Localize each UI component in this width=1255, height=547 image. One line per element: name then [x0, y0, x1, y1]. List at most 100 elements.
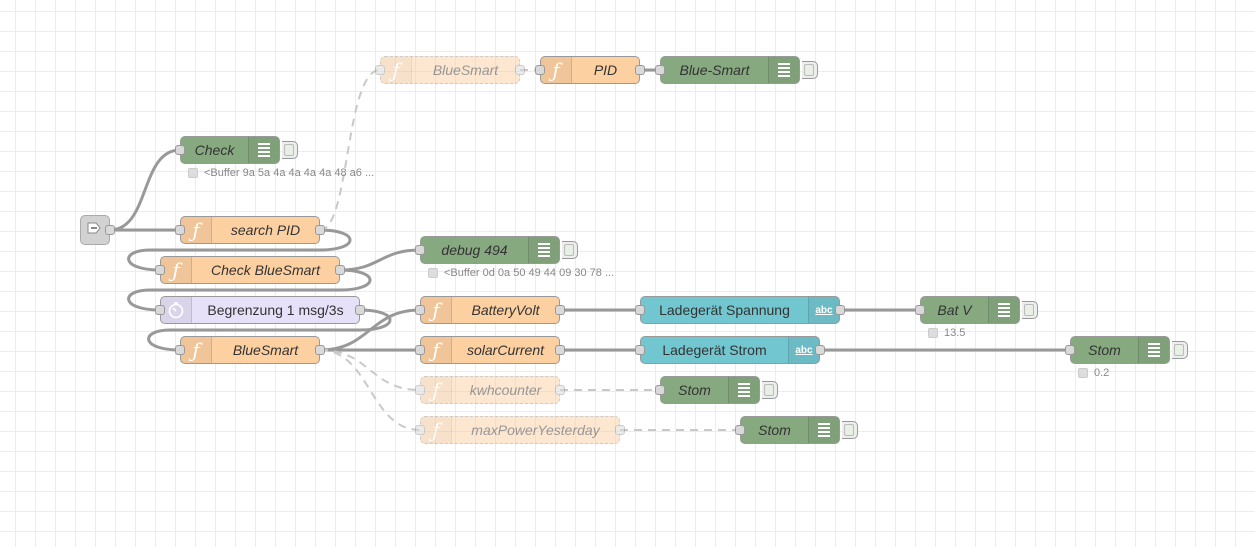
output-port[interactable] [555, 345, 565, 355]
debug-toggle[interactable] [802, 61, 818, 79]
debug-node-stom[interactable]: Stom [1065, 336, 1188, 364]
output-port[interactable] [615, 425, 625, 435]
template-node-ladegeraet-strom[interactable]: Ladegerät Strom abc [635, 336, 825, 364]
node-label: debug 494 [441, 242, 508, 258]
function-icon: ƒ [541, 57, 572, 83]
serial-in-icon [86, 219, 104, 242]
input-port[interactable] [415, 385, 425, 395]
debug-toggle[interactable] [1022, 301, 1038, 319]
status-text: <Buffer 9a 5a 4a 4a 4a 4a 48 a6 ... [204, 167, 375, 179]
debug-list-icon [728, 377, 759, 403]
debug-node-stom-maxpower[interactable]: Stom [735, 416, 858, 444]
input-port[interactable] [535, 65, 545, 75]
debug-node-bat-v[interactable]: Bat V [915, 296, 1038, 324]
debug-toggle[interactable] [562, 241, 578, 259]
function-node-search-pid[interactable]: ƒ search PID [175, 216, 325, 244]
debug-node-494[interactable]: debug 494 [415, 236, 578, 264]
node-status-check: <Buffer 9a 5a 4a 4a 4a 4a 48 a6 ... [188, 167, 374, 179]
input-port[interactable] [155, 305, 165, 315]
debug-list-icon [988, 297, 1019, 323]
function-node-batteryvolt[interactable]: ƒ BatteryVolt [415, 296, 565, 324]
input-port[interactable] [155, 265, 165, 275]
function-icon: ƒ [161, 257, 192, 283]
node-label: Stom [678, 382, 711, 398]
debug-node-stom-kwh[interactable]: Stom [655, 376, 778, 404]
input-port[interactable] [415, 345, 425, 355]
output-port[interactable] [515, 65, 525, 75]
debug-toggle[interactable] [842, 421, 858, 439]
timer-icon [161, 297, 192, 323]
node-label: BlueSmart [232, 342, 299, 358]
function-node-kwhcounter[interactable]: ƒ kwhcounter [415, 376, 565, 404]
node-label: Stom [758, 422, 791, 438]
debug-toggle[interactable] [1172, 341, 1188, 359]
output-port[interactable] [355, 305, 365, 315]
input-port[interactable] [415, 245, 425, 255]
input-port[interactable] [375, 65, 385, 75]
status-text: <Buffer 0d 0a 50 49 44 09 30 78 ... [444, 267, 615, 279]
input-port[interactable] [635, 305, 645, 315]
input-port[interactable] [175, 225, 185, 235]
node-label: Stom [1088, 342, 1121, 358]
function-node-bluesmart-top[interactable]: ƒ BlueSmart [375, 56, 525, 84]
template-icon: abc [788, 337, 819, 363]
debug-list-icon [1138, 337, 1169, 363]
input-port[interactable] [1065, 345, 1075, 355]
function-node-solarcurrent[interactable]: ƒ solarCurrent [415, 336, 565, 364]
input-port[interactable] [735, 425, 745, 435]
input-port[interactable] [415, 425, 425, 435]
output-port[interactable] [335, 265, 345, 275]
debug-node-blue-smart[interactable]: Blue-Smart [655, 56, 818, 84]
input-port[interactable] [415, 305, 425, 315]
node-status-debug494: <Buffer 0d 0a 50 49 44 09 30 78 ... [428, 267, 614, 279]
input-port[interactable] [655, 65, 665, 75]
node-status-stom: 0.2 [1078, 367, 1109, 379]
node-label: Bat V [937, 302, 972, 318]
function-node-maxpoweryesterday[interactable]: ƒ maxPowerYesterday [415, 416, 625, 444]
status-indicator [928, 328, 938, 338]
function-icon: ƒ [421, 337, 452, 363]
output-port[interactable] [555, 385, 565, 395]
debug-list-icon [528, 237, 559, 263]
node-label: Ladegerät Strom [662, 342, 767, 358]
function-node-bluesmart[interactable]: ƒ BlueSmart [175, 336, 325, 364]
debug-toggle[interactable] [762, 381, 778, 399]
output-port[interactable] [105, 225, 115, 235]
output-port[interactable] [835, 305, 845, 315]
output-port[interactable] [555, 305, 565, 315]
delay-node-begrenzung[interactable]: Begrenzung 1 msg/3s [155, 296, 365, 324]
node-label: PID [593, 62, 618, 78]
output-port[interactable] [815, 345, 825, 355]
output-port[interactable] [315, 345, 325, 355]
status-text: 0.2 [1094, 367, 1110, 379]
debug-node-check[interactable]: Check [175, 136, 298, 164]
node-label: Ladegerät Spannung [659, 302, 790, 318]
status-indicator [1078, 368, 1088, 378]
output-port[interactable] [315, 225, 325, 235]
status-indicator [428, 268, 438, 278]
function-node-pid[interactable]: ƒ PID [535, 56, 645, 84]
output-port[interactable] [635, 65, 645, 75]
serial-in-node[interactable] [80, 215, 115, 245]
input-port[interactable] [915, 305, 925, 315]
function-icon: ƒ [381, 57, 412, 83]
node-label: Begrenzung 1 msg/3s [207, 302, 344, 318]
function-node-check-bluesmart[interactable]: ƒ Check BlueSmart [155, 256, 345, 284]
template-icon: abc [808, 297, 839, 323]
input-port[interactable] [175, 145, 185, 155]
node-label: BlueSmart [432, 62, 499, 78]
status-indicator [188, 168, 198, 178]
function-icon: ƒ [181, 337, 212, 363]
input-port[interactable] [635, 345, 645, 355]
input-port[interactable] [175, 345, 185, 355]
status-text: 13.5 [944, 327, 966, 339]
function-icon: ƒ [421, 377, 452, 403]
node-label: solarCurrent [466, 342, 545, 358]
debug-list-icon [808, 417, 839, 443]
input-port[interactable] [655, 385, 665, 395]
function-icon: ƒ [181, 217, 212, 243]
debug-toggle[interactable] [282, 141, 298, 159]
node-status-bat-v: 13.5 [928, 327, 965, 339]
node-label: BatteryVolt [471, 302, 540, 318]
template-node-ladegeraet-spannung[interactable]: Ladegerät Spannung abc [635, 296, 845, 324]
